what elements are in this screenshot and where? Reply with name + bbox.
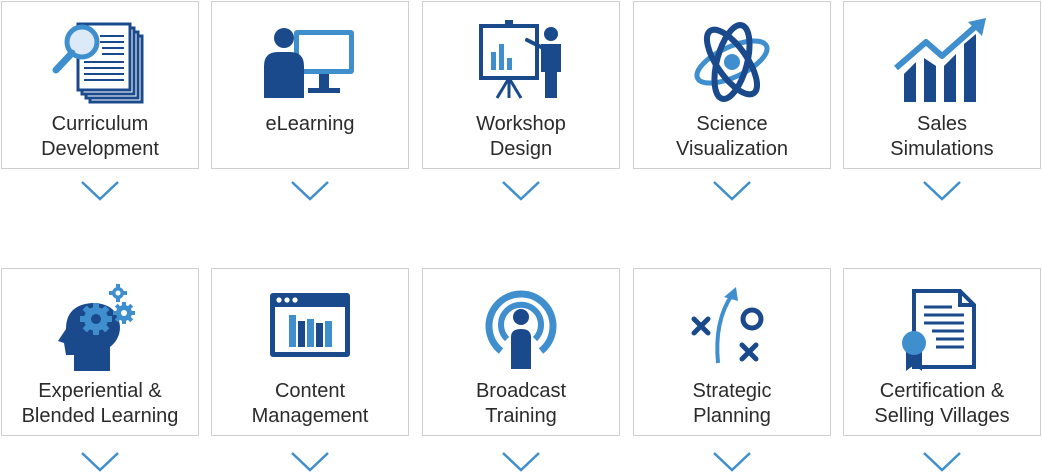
- head-gears-icon: [48, 281, 152, 373]
- growth-chart-icon: [890, 14, 994, 106]
- chevron-down-icon[interactable]: [501, 451, 541, 473]
- browser-library-icon: [258, 281, 362, 373]
- chevron-down-icon[interactable]: [290, 180, 330, 202]
- card-label: Certification &Selling Villages: [874, 380, 1010, 427]
- card-label: Experiential &Blended Learning: [21, 380, 179, 427]
- atom-icon: [680, 14, 784, 106]
- card-label: eLearning: [265, 113, 355, 135]
- strategy-play-icon: [680, 281, 784, 373]
- chevron-down-icon[interactable]: [712, 451, 752, 473]
- person-monitor-icon: [258, 14, 362, 106]
- chevron-down-icon[interactable]: [80, 180, 120, 202]
- podcast-broadcast-icon: [469, 281, 573, 373]
- certificate-ribbon-icon: [890, 281, 994, 373]
- chevron-down-icon[interactable]: [80, 451, 120, 473]
- chevron-down-icon[interactable]: [922, 180, 962, 202]
- document-magnifier-icon: [48, 14, 152, 106]
- presenter-board-icon: [469, 14, 573, 106]
- chevron-down-icon[interactable]: [290, 451, 330, 473]
- chevron-down-icon[interactable]: [501, 180, 541, 202]
- card-certification-selling-villages[interactable]: Certification &Selling Villages: [843, 268, 1041, 436]
- card-experiential-blended-learning[interactable]: Experiential &Blended Learning: [1, 268, 199, 436]
- chevron-down-icon[interactable]: [712, 180, 752, 202]
- card-elearning[interactable]: eLearning: [211, 1, 409, 169]
- chevron-down-icon[interactable]: [922, 451, 962, 473]
